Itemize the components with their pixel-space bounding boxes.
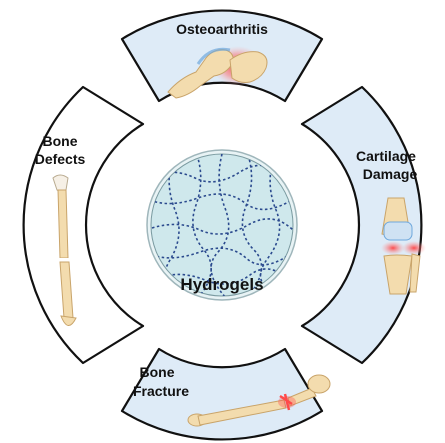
center-label: Hydrogels xyxy=(180,275,263,294)
bone-defects-label-1: Bone xyxy=(43,133,78,149)
bone-fracture-label-1: Bone xyxy=(140,364,175,380)
bone-defects-label-2: Defects xyxy=(35,151,86,167)
segment-left xyxy=(24,87,143,363)
cartilage-damage-label-2: Damage xyxy=(363,166,418,182)
bone-fracture-label-2: Fracture xyxy=(133,383,189,399)
osteoarthritis-label: Osteoarthritis xyxy=(176,21,268,37)
hydrogel-dish-icon: Hydrogels xyxy=(147,150,297,300)
cartilage-damage-label-1: Cartilage xyxy=(356,148,416,164)
